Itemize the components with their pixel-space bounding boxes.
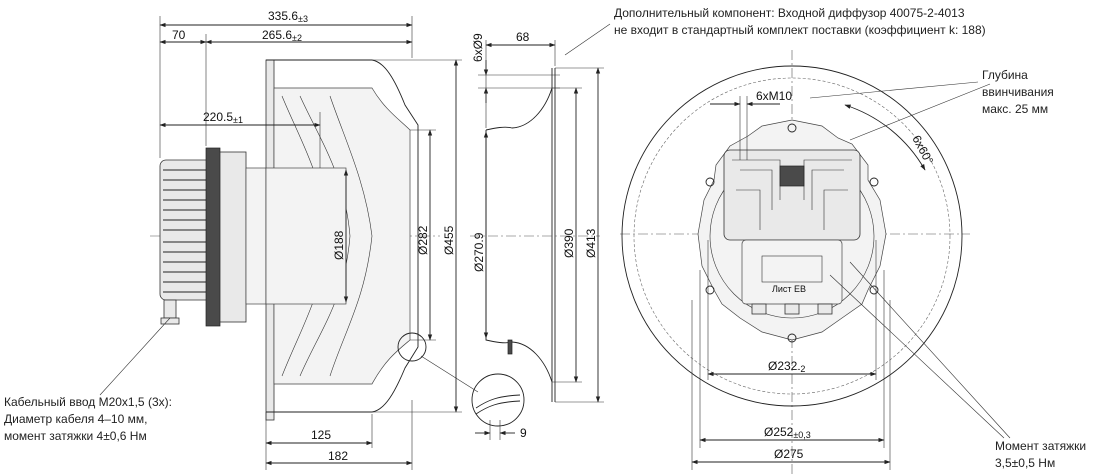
- screw-depth-note: Глубина ввинчивания макс. 25 мм: [809, 68, 1054, 141]
- dim-335: 335.6±3: [268, 9, 308, 24]
- dim-9: 9: [520, 426, 527, 440]
- front-view: Лист ЕВ: [620, 50, 970, 475]
- diffuser-note-line2: не входит в стандартный комплект поставк…: [614, 23, 986, 37]
- cable-note-line3: момент затяжки 4±0,6 Нм: [4, 429, 147, 443]
- dim-70: 70: [172, 28, 186, 42]
- dim-182: 182: [328, 449, 348, 463]
- dim-d282: Ø282: [416, 225, 430, 255]
- dim-125: 125: [311, 428, 331, 442]
- dim-d270: Ø270.9: [472, 232, 486, 272]
- motor-cooling-fins: [163, 169, 210, 293]
- depth-note-line3: макс. 25 мм: [982, 102, 1048, 116]
- depth-note-line2: ввинчивания: [982, 85, 1054, 99]
- motor-flange: [205, 147, 221, 327]
- diffuser-view: [470, 68, 600, 427]
- depth-note-line1: Глубина: [982, 68, 1028, 82]
- dim-6xd9: 6xØ9: [471, 33, 485, 62]
- dim-68: 68: [516, 30, 530, 44]
- terminal-box: [219, 151, 247, 323]
- torque-note-line2: 3,5±0,5 Нм: [995, 456, 1055, 470]
- diffuser-outer-ring: [621, 65, 963, 407]
- diffuser-profile-lower: [485, 130, 553, 383]
- diffuser-screw: [507, 339, 513, 355]
- detail-marker-circle: [397, 332, 427, 362]
- front-view-dimensions: 6xM10 6x60° Ø232-2 Ø252±0,3 Ø275: [691, 89, 936, 470]
- dim-d188: Ø188: [332, 230, 346, 260]
- dim-d252: Ø252±0,3: [764, 425, 811, 440]
- impeller-inlet-ring: [371, 59, 419, 413]
- rotor-hub: [245, 167, 267, 305]
- dim-d455: Ø455: [442, 225, 456, 255]
- diffuser-note-line1: Дополнительный компонент: Входной диффуз…: [614, 6, 965, 20]
- cable-gland: [160, 299, 180, 325]
- dim-d232: Ø232-2: [768, 359, 805, 374]
- cable-entry-note: Кабельный ввод M20x1,5 (3x): Диаметр каб…: [4, 317, 172, 443]
- mounting-holes: [705, 123, 879, 343]
- side-view-dimensions: 335.6±3 70 265.6±2 220.5±1 Ø188 Ø282 Ø45…: [159, 9, 462, 470]
- detail-view-circle: [471, 373, 525, 427]
- side-view: [150, 59, 479, 421]
- electronics-traces: [732, 159, 852, 230]
- dim-265: 265.6±2: [262, 28, 302, 43]
- electronics-board: [723, 149, 861, 241]
- torque-note-line1: Момент затяжки: [995, 439, 1086, 453]
- cover-label: Лист ЕВ: [772, 284, 806, 294]
- terminal-cover: [741, 239, 843, 305]
- dim-220: 220.5±1: [203, 110, 243, 125]
- cable-note-line2: Диаметр кабеля 4–10 мм,: [4, 412, 147, 426]
- dim-d275: Ø275: [774, 447, 804, 461]
- dim-d413: Ø413: [584, 228, 598, 258]
- cable-note-line1: Кабельный ввод M20x1,5 (3x):: [4, 395, 172, 409]
- torque-note: Момент затяжки 3,5±0,5 Нм: [829, 261, 1086, 470]
- cable-glands-front: [751, 303, 833, 315]
- dim-6x60: 6x60°: [909, 133, 936, 167]
- diffuser-profile-upper: [485, 87, 553, 131]
- diffuser-dimensions: 6xØ9 68 Ø270.9 Ø390 Ø413 9: [471, 30, 604, 440]
- diffuser-note: Дополнительный компонент: Входной диффуз…: [564, 6, 986, 56]
- dim-6xm10: 6xM10: [756, 89, 792, 103]
- dim-d390: Ø390: [562, 228, 576, 258]
- inlet-opening: [265, 167, 347, 305]
